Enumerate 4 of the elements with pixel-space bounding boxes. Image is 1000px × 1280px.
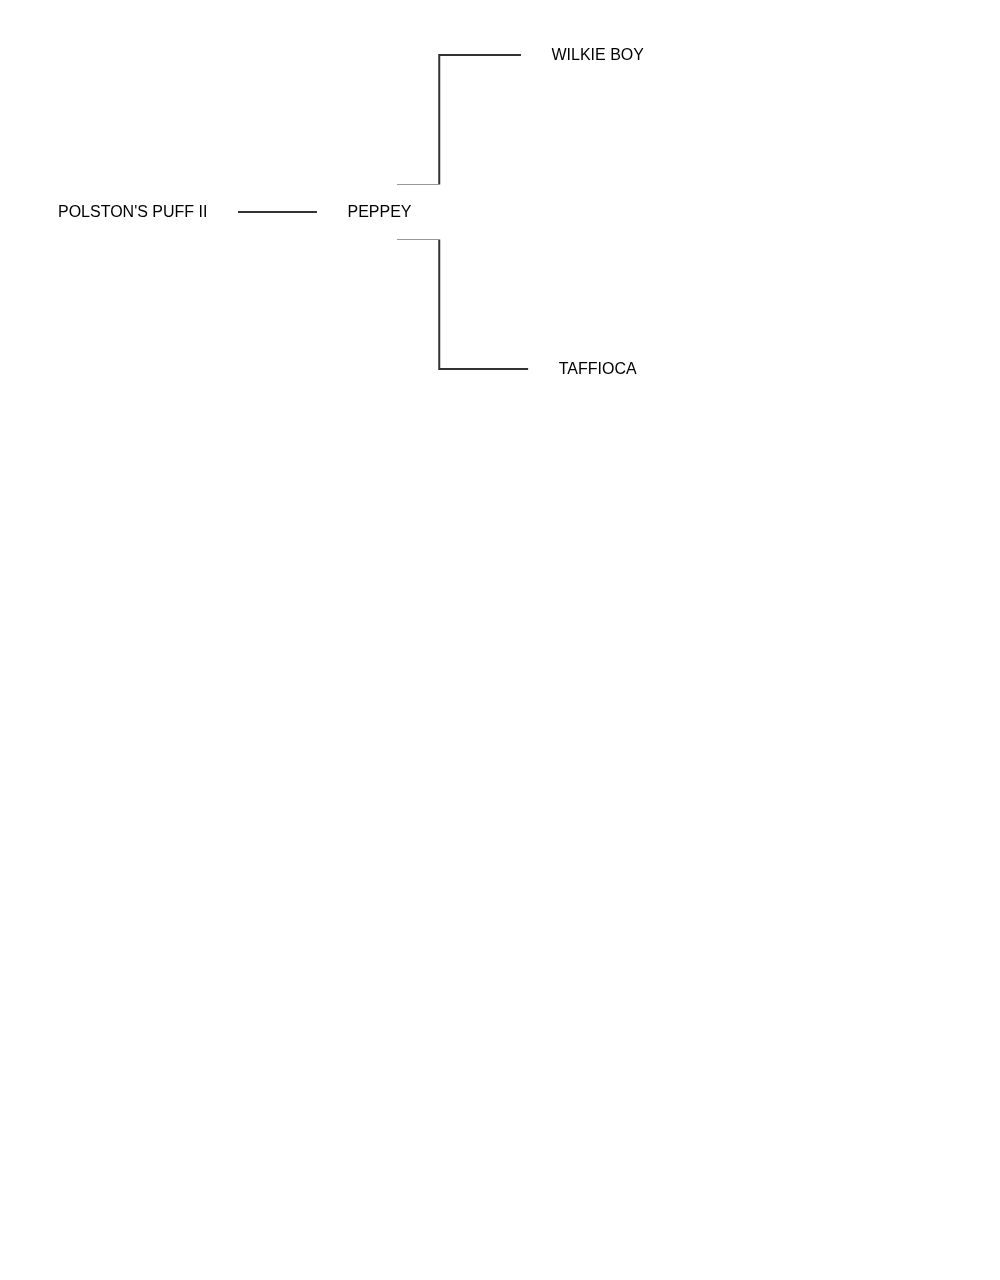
connector [236,211,319,213]
node-text: TAFFIOCA [558,360,637,377]
node-text: WILKIE BOY [551,46,644,63]
node-text: POLSTON'S PUFF II [58,203,208,220]
